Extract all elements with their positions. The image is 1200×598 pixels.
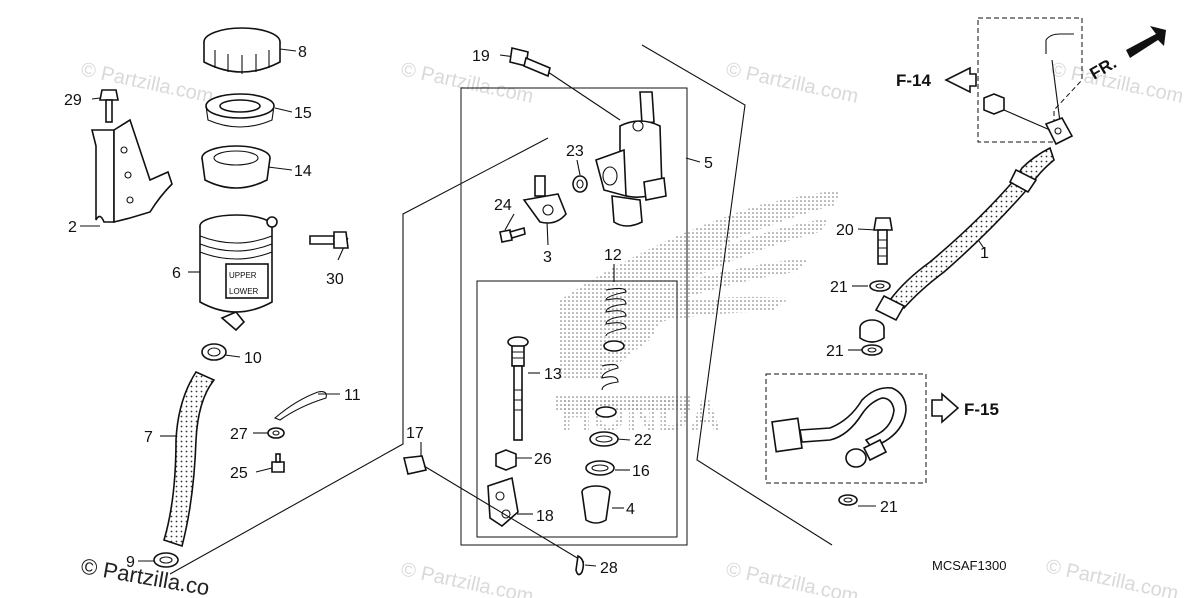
sealing-washer-21a [869,280,891,292]
reservoir-upper-mark: UPPER [229,271,257,280]
callout-21: 21 [826,343,844,360]
callout-1: 1 [980,245,989,262]
brake-hose-1 [874,146,1055,322]
pushrod-13 [507,336,529,441]
watermark: © Partzilla.com [724,558,860,598]
callout-30: 30 [326,271,344,288]
watermark: © Partzilla.com [724,58,860,108]
cotter-pin-28 [575,554,585,576]
callout-19: 19 [472,48,490,65]
reservoir-tank: UPPER LOWER [199,214,278,332]
retaining-wire [273,391,327,421]
callout-20: 20 [836,222,854,239]
hose-clip-upper [201,343,227,361]
callout-24: 24 [494,197,512,214]
ref-f14: F-14 [896,71,932,90]
diaphragm-plate [205,93,275,128]
screw-25 [271,453,285,473]
sealing-washer-21b [861,344,883,356]
callout-10: 10 [244,350,262,367]
reservoir-stay [90,118,173,224]
callout-29: 29 [64,92,82,109]
nut-26 [495,449,517,471]
callout-16: 16 [632,463,650,480]
reservoir-bolt [309,231,349,249]
callout-15: 15 [294,105,312,122]
reservoir-cap [203,27,281,74]
callout-12: 12 [604,247,622,264]
watermark: © Partzilla.com [1044,555,1180,598]
hose-joint-bracket [1044,117,1074,146]
callout-8: 8 [298,44,307,61]
svg-text:HONDA: HONDA [560,391,721,440]
ref-f15: F-15 [964,400,999,419]
watermark-corner: © Partzilla.co [79,553,211,598]
hose-clip-lower [153,552,179,568]
arrow-f14: F-14 [896,66,977,94]
brake-pipe-top [1045,33,1074,123]
arrow-f15: F-15 [931,392,999,424]
hose-nut [983,93,1051,131]
callout-21: 21 [880,499,898,516]
callout-4: 4 [626,501,635,518]
washer-27 [267,427,285,439]
callout-25: 25 [230,465,248,482]
stay-bolt [99,89,119,123]
callout-2: 2 [68,219,77,236]
callout-28: 28 [600,560,618,577]
callout-3: 3 [543,249,552,266]
reservoir-hose [163,370,216,548]
screw-24 [499,226,526,243]
brake-hose-lower [771,386,907,468]
callout-labels: 8 29 15 14 2 6 30 10 7 11 27 25 9 19 5 2… [64,44,989,577]
reference-boxes [169,17,1083,575]
banjo-bolt-20 [873,217,893,265]
diaphragm [201,145,271,189]
master-cylinder-body [595,91,667,227]
callout-7: 7 [144,429,153,446]
callout-11: 11 [344,387,361,404]
callout-21: 21 [830,279,848,296]
watermark: © Partzilla.com [399,58,535,108]
honda-wing-logo: HONDA [555,190,840,440]
callout-5: 5 [704,155,713,172]
flange-bolt-19 [509,47,551,78]
circlip-16 [585,460,615,476]
callout-23: 23 [566,143,584,160]
reservoir-lower-mark: LOWER [229,287,259,296]
piston-spring-lower [595,363,619,418]
reservoir-joint-3 [522,175,567,224]
callout-6: 6 [172,265,181,282]
watermark: © Partzilla.com [399,558,535,598]
oring-23 [572,175,588,193]
callout-14: 14 [294,163,312,180]
callout-26: 26 [534,451,552,468]
callout-9: 9 [126,554,135,571]
banjo-fitting [859,319,885,343]
callout-17: 17 [406,425,424,442]
sealing-washer-21c [838,494,858,506]
callout-13: 13 [544,366,562,383]
diagram-code: MCSAF1300 [932,558,1006,573]
boot-4 [581,485,611,524]
return-spring-12 [603,287,627,352]
callout-27: 27 [230,426,248,443]
circlip-22 [589,431,619,447]
joint-pin-17 [403,455,585,563]
callout-18: 18 [536,508,554,525]
pushrod-joint-18 [487,476,519,528]
callout-22: 22 [634,432,652,449]
